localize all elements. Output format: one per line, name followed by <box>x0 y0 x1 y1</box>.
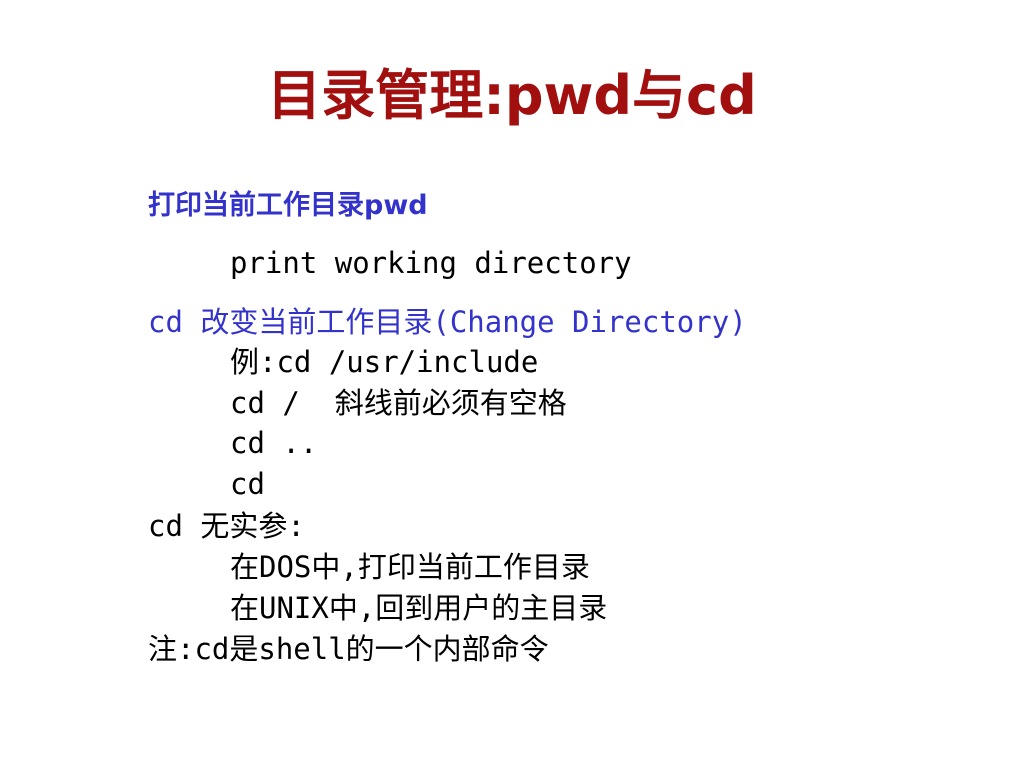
cd-example-root: cd / 斜线前必须有空格 <box>230 386 567 420</box>
cd-no-args-heading: cd 无实参: <box>148 509 305 543</box>
slide-title: 目录管理:pwd与cd <box>267 64 757 127</box>
pwd-heading: 打印当前工作目录pwd <box>148 190 428 221</box>
cd-example-bare: cd <box>230 467 265 501</box>
cd-heading: cd 改变当前工作目录(Change Directory) <box>148 305 747 339</box>
cd-example-parent: cd .. <box>230 426 318 460</box>
shell-builtin-note: 注:cd是shell的一个内部命令 <box>148 632 549 666</box>
cd-no-args-dos: 在DOS中,打印当前工作目录 <box>230 550 590 584</box>
cd-example-usr-include: 例:cd /usr/include <box>230 345 539 379</box>
pwd-description: print working directory <box>230 246 632 280</box>
cd-no-args-unix: 在UNIX中,回到用户的主目录 <box>230 591 608 625</box>
